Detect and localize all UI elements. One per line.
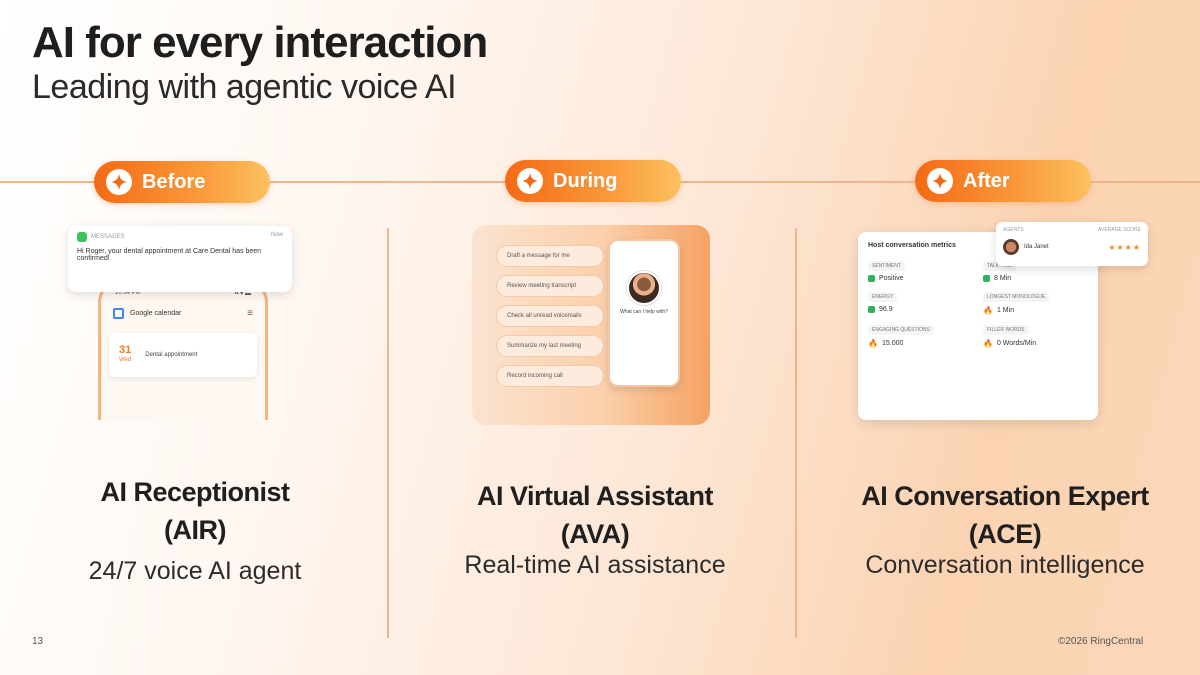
flame-icon: 🔥 — [868, 339, 878, 348]
signal-icon: ▪▪ ▾ ▬ — [234, 291, 251, 297]
phase-label: After — [963, 169, 1010, 192]
ai-sparkle-icon — [106, 169, 132, 195]
appointment-text: Dental appointment — [145, 352, 198, 358]
ai-sparkle-icon — [927, 168, 953, 194]
metric-value: Positive — [879, 275, 904, 282]
metric-talk-time: TALK TIME 8 Min — [983, 261, 1088, 282]
air-screenshot: MESSAGES Now Hi Roger, your dental appoi… — [28, 222, 348, 422]
calendar-title: Google calendar — [130, 310, 182, 317]
positive-icon — [868, 275, 875, 282]
metric-label: ENGAGING QUESTIONS — [868, 325, 934, 335]
metric-value: 15.000 — [881, 340, 904, 347]
prompt-chip: Summarize my last meeting — [496, 335, 604, 357]
phase-pill-after: After — [915, 160, 1091, 202]
messages-icon — [77, 232, 87, 242]
sms-notification: MESSAGES Now Hi Roger, your dental appoi… — [68, 226, 292, 292]
product-title-air: AI Receptionist (AIR) — [40, 473, 350, 549]
product-acronym: (AIR) — [164, 515, 226, 545]
ai-sparkle-icon — [517, 168, 543, 194]
notification-time: Now — [270, 232, 283, 238]
product-desc-ava: Real-time AI assistance — [464, 551, 726, 579]
assistant-avatar — [627, 271, 661, 305]
menu-icon: ≡ — [247, 308, 253, 319]
column-divider — [795, 228, 797, 638]
star-rating: ★★★★ — [1108, 242, 1141, 252]
metric-value: 8 Min — [994, 275, 1012, 282]
flame-icon: 🔥 — [983, 339, 993, 348]
agent-score-card: AGENTS AVERAGE SCORE Ida Janet ★★★★ — [996, 222, 1148, 266]
appointment-weekday: Wed — [119, 357, 132, 363]
metric-label: TALK TIME — [983, 261, 1017, 271]
positive-icon — [868, 306, 875, 313]
agent-name: Ida Janet — [1024, 244, 1049, 250]
phase-label: Before — [142, 170, 206, 193]
metric-value: 0 Words/Min — [996, 340, 1037, 347]
product-title-ace: AI Conversation Expert (ACE) — [820, 477, 1190, 553]
prompt-chip: Draft a message for me — [496, 245, 604, 267]
agent-avatar — [1003, 239, 1019, 255]
metric-value: 1 Min — [996, 307, 1015, 314]
prompt-chip: Check all unread voicemails — [496, 305, 604, 327]
product-desc-ace: Conversation intelligence — [865, 551, 1145, 579]
metric-filler-words: FILLER WORDS 🔥0 Words/Min — [983, 325, 1088, 348]
metric-value: 96.9 — [879, 306, 893, 313]
phase-pill-before: Before — [94, 161, 270, 203]
product-title-ava: AI Virtual Assistant (AVA) — [420, 477, 770, 553]
metric-engaging-questions: ENGAGING QUESTIONS 🔥15.000 — [868, 325, 973, 348]
notification-message: Hi Roger, your dental appointment at Car… — [77, 248, 262, 262]
phase-pill-during: During — [505, 160, 681, 202]
appointment-day: 31 — [119, 344, 132, 356]
copyright: ©2026 RingCentral — [1058, 636, 1144, 647]
metric-label: ENERGY — [868, 292, 898, 302]
metric-label: FILLER WORDS — [983, 325, 1029, 335]
prompt-chip: Record incoming call — [496, 365, 604, 387]
flame-icon: 🔥 — [983, 306, 993, 315]
status-time: 10:34 PM — [115, 290, 141, 296]
product-name: AI Conversation Expert — [861, 481, 1149, 511]
metric-energy: ENERGY 96.9 — [868, 292, 973, 315]
metrics-title: Host conversation metrics — [868, 242, 956, 249]
product-name: AI Receptionist — [100, 477, 290, 507]
metric-label: LONGEST MONOLOGUE — [983, 292, 1050, 302]
ace-screenshot: Host conversation metrics SENTIMENT Posit… — [858, 222, 1154, 422]
phone-frame: What can I help with? — [608, 239, 680, 387]
assistant-question: What can I help with? — [620, 309, 668, 315]
ava-screenshot: Draft a message for me Review meeting tr… — [472, 225, 710, 425]
agents-label: AGENTS — [1003, 227, 1024, 233]
page-number: 13 — [32, 636, 44, 647]
product-acronym: (AVA) — [560, 519, 630, 549]
product-acronym: (ACE) — [968, 519, 1042, 549]
metrics-card: Host conversation metrics SENTIMENT Posit… — [858, 232, 1098, 420]
page-title: AI for every interaction — [32, 18, 488, 67]
notification-app: MESSAGES — [91, 234, 125, 240]
page-subtitle: Leading with agentic voice AI — [32, 68, 457, 106]
product-desc-air: 24/7 voice AI agent — [88, 557, 302, 585]
phase-label: During — [553, 169, 618, 192]
product-name: AI Virtual Assistant — [476, 481, 714, 511]
score-label: AVERAGE SCORE — [1098, 227, 1141, 233]
prompt-list: Draft a message for me Review meeting tr… — [496, 245, 604, 387]
prompt-chip: Review meeting transcript — [496, 275, 604, 297]
positive-icon — [983, 275, 990, 282]
column-divider — [387, 228, 389, 638]
metric-longest-monologue: LONGEST MONOLOGUE 🔥1 Min — [983, 292, 1088, 315]
google-calendar-icon — [113, 308, 124, 319]
metric-label: SENTIMENT — [868, 261, 905, 271]
metric-sentiment: SENTIMENT Positive — [868, 261, 973, 282]
